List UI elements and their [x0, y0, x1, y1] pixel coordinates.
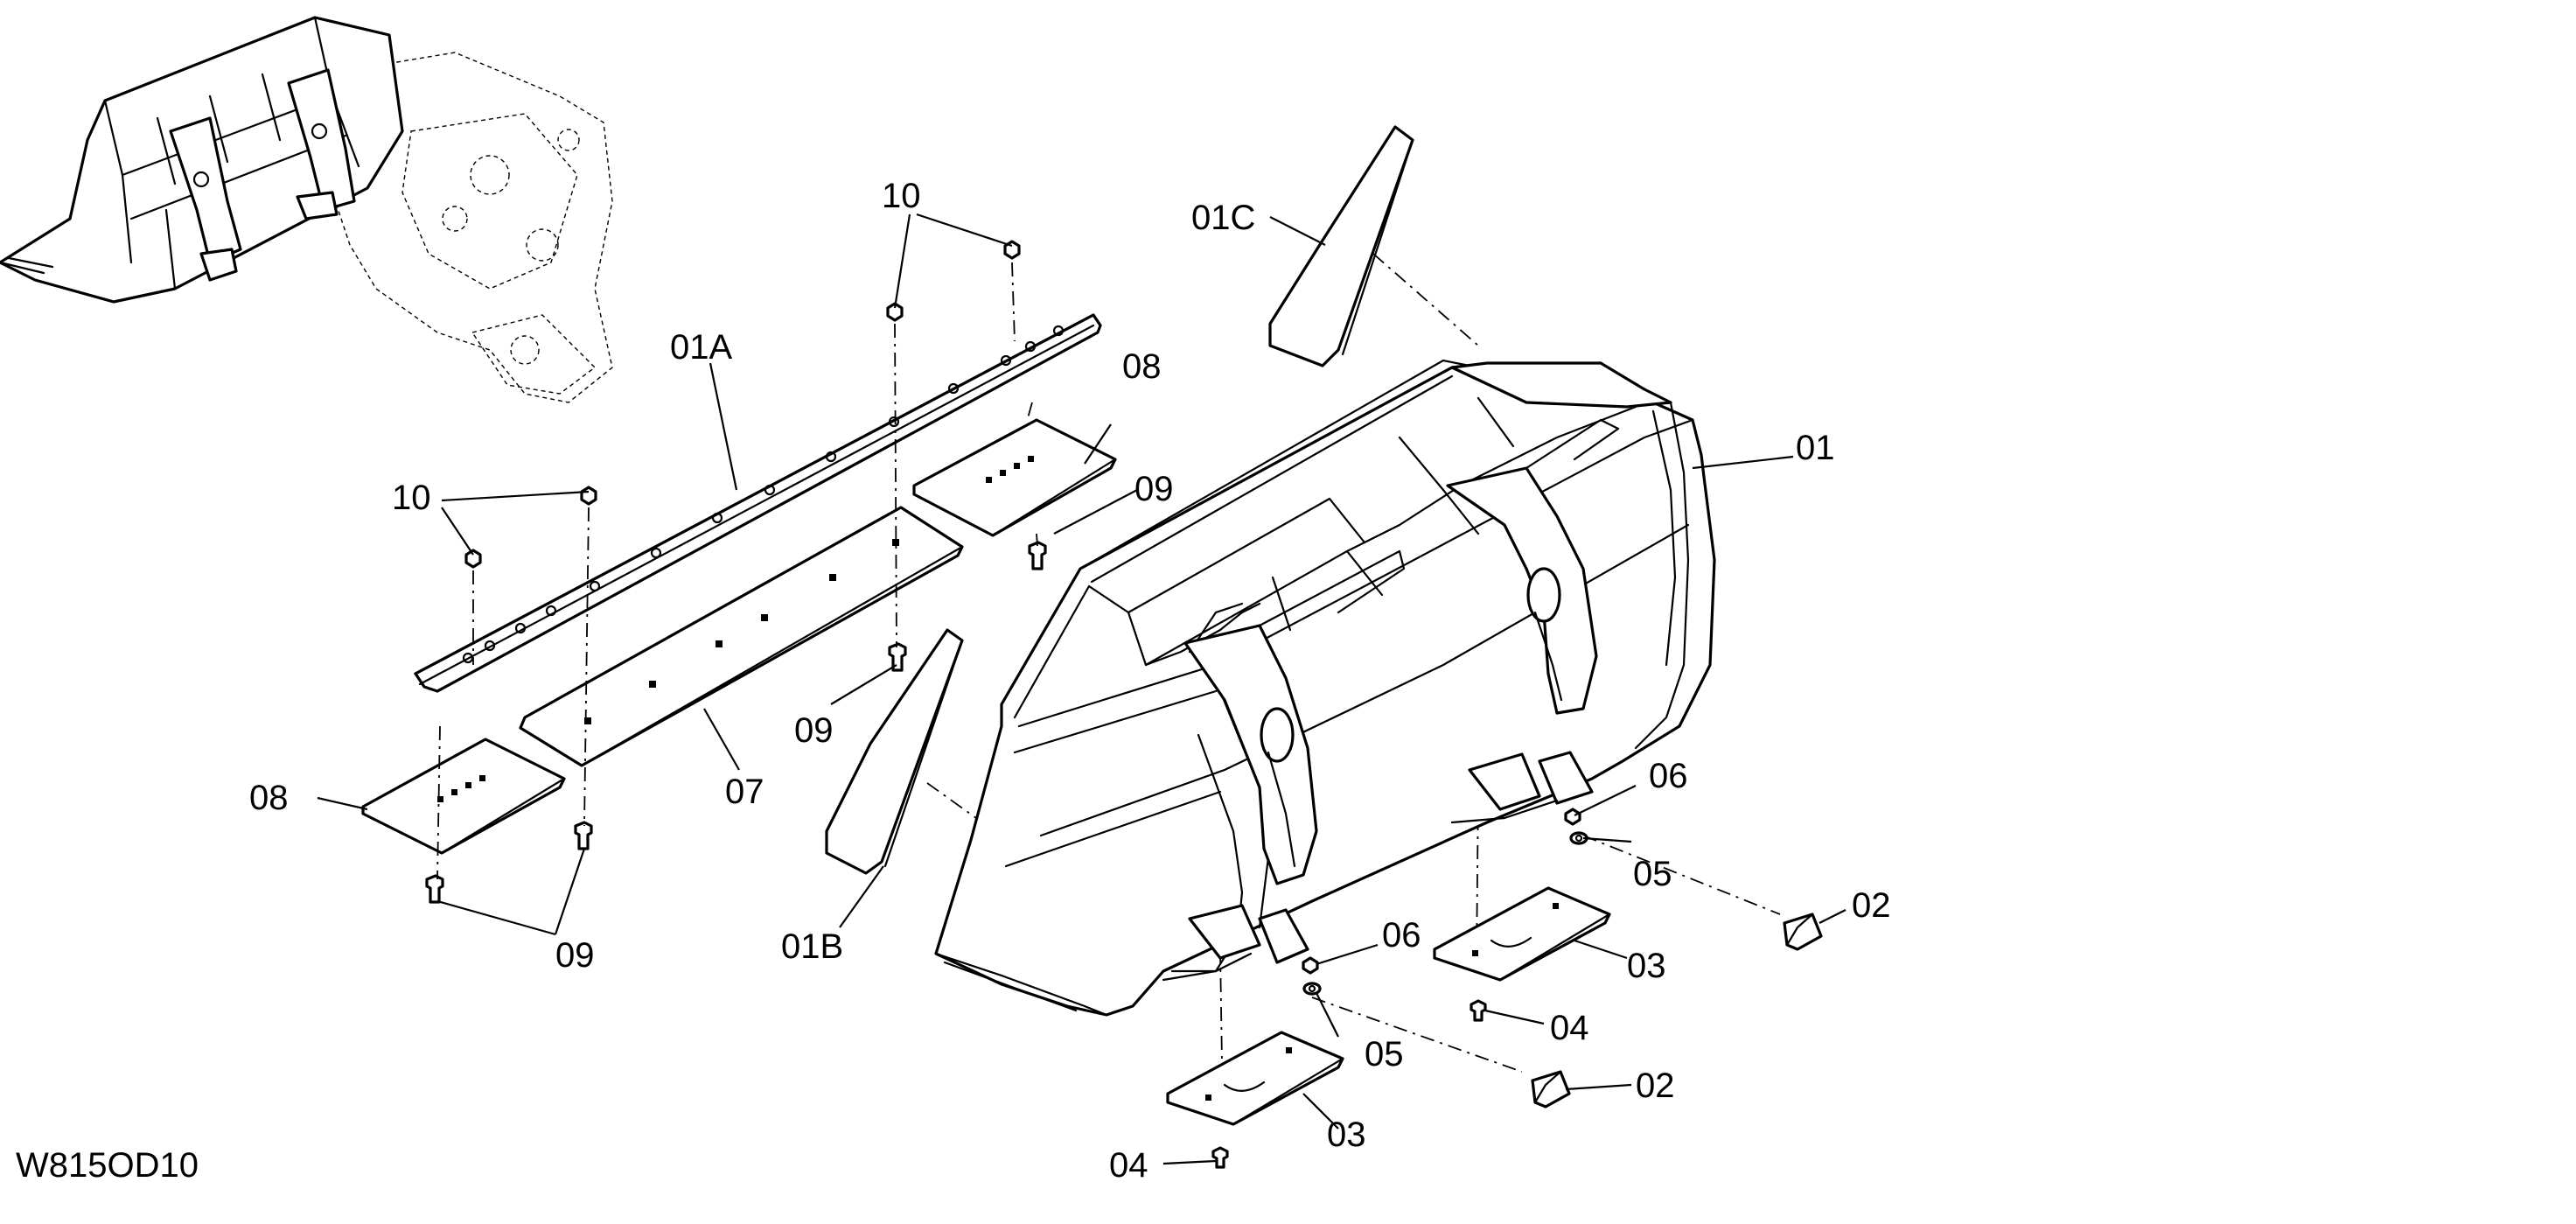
callout-03-upper: 03 [1627, 947, 1666, 985]
part-07-bolt-holes [584, 539, 899, 724]
part-01C-side-cutting-edge [1268, 125, 1414, 367]
callout-04-upper: 04 [1550, 1009, 1589, 1047]
callout-09-middle: 09 [794, 711, 834, 750]
callout-06-upper: 06 [1649, 757, 1688, 795]
part-01A-bolt-holes [462, 325, 1065, 664]
callout-03-lower: 03 [1327, 1116, 1366, 1154]
callout-01A: 01A [670, 328, 732, 367]
callout-07: 07 [725, 773, 764, 811]
part-08-upper-plate [912, 418, 1117, 537]
overview-thumbnail [0, 16, 613, 403]
part-01B-side-cutting-edge [825, 628, 964, 875]
assembly-lines [436, 253, 1781, 1121]
leader-lines [317, 213, 1846, 1165]
diagram-code: W815OD10 [16, 1146, 199, 1185]
callout-10-upper: 10 [882, 177, 921, 215]
callout-08-lower: 08 [249, 779, 289, 817]
part-02-caps [1531, 913, 1823, 1109]
callout-labels: 01 01A 01B 01C 02 02 03 03 04 04 05 05 0… [16, 177, 1891, 1185]
small-fasteners-04-05-06 [1211, 808, 1588, 1169]
callout-02-lower: 02 [1636, 1067, 1675, 1105]
callout-05-upper: 05 [1633, 855, 1672, 893]
callout-09-upper: 09 [1134, 470, 1174, 508]
callout-01C: 01C [1191, 199, 1255, 237]
callout-01: 01 [1796, 429, 1835, 467]
part-03-plate-lower [1166, 1031, 1344, 1126]
part-01-bucket [934, 359, 1716, 1017]
part-07-cutting-edge-center [519, 506, 964, 767]
callout-09-lower: 09 [555, 936, 595, 975]
part-08-lower-plate [361, 738, 566, 855]
callout-04-lower: 04 [1109, 1146, 1148, 1185]
part-03-plate-upper [1433, 886, 1611, 982]
callout-05-lower: 05 [1365, 1035, 1404, 1074]
callout-08-upper: 08 [1122, 347, 1162, 386]
callout-10-lower: 10 [392, 479, 431, 517]
callout-02-upper: 02 [1852, 886, 1891, 925]
callout-06-lower: 06 [1382, 916, 1421, 955]
callout-01B: 01B [781, 927, 843, 966]
